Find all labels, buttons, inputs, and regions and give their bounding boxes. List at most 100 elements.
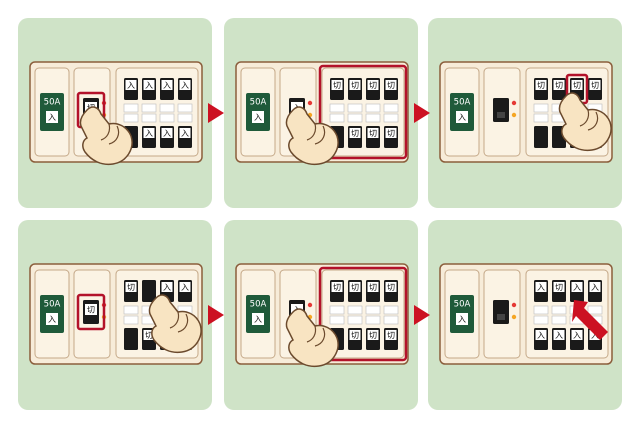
- highlight-branch-breakers: [318, 266, 408, 362]
- step-arrow-icon-3: [208, 305, 224, 325]
- branch-breaker-top-3-label-bg: [161, 80, 173, 90]
- branch-breaker-top-1-label-bg: [535, 80, 547, 90]
- branch-breaker-bottom-2-label-bg: [143, 128, 155, 138]
- branch-breaker-top-3-label: 入: [573, 283, 581, 292]
- branch-breaker-top-3-label-bg: [161, 282, 173, 292]
- branch-breaker-top-1-label: 入: [127, 81, 135, 90]
- branch-breaker-bottom-3-label-bg: [571, 330, 583, 340]
- main-breaker-state: 入: [254, 113, 262, 122]
- test-led-orange: [511, 314, 517, 320]
- test-led-red: [511, 100, 517, 106]
- pointing-hand-icon-shape: [148, 294, 202, 354]
- branch-breaker-bottom-2-label-bg: [349, 128, 361, 138]
- branch-label-bottom-1: [533, 315, 549, 325]
- branch-label-bottom-1: [329, 113, 345, 123]
- highlight-leakage-breaker: [76, 293, 106, 331]
- branch-breaker-top-3-label-bg: [367, 80, 379, 90]
- pointing-hand-icon-knuckle-2: [177, 313, 189, 333]
- branch-label-bottom-4: [383, 113, 399, 123]
- step-panel-1: 50A入切入入入入入入入: [18, 18, 212, 208]
- pointing-hand-icon-shape: [558, 92, 612, 152]
- step-arrow-icon-4: [414, 305, 430, 325]
- main-breaker-switch: [252, 111, 264, 123]
- branch-breaker-top-4-label-bg: [589, 80, 601, 90]
- branch-breaker-bottom-3-label-bg: [367, 128, 379, 138]
- branch-breaker-top-2-label-bg: [143, 80, 155, 90]
- branch-breaker-top-1-label-bg: [535, 282, 547, 292]
- branch-label-bottom-1: [329, 315, 345, 325]
- branch-label-top-2: [347, 103, 363, 113]
- branch-label-top-4: [383, 103, 399, 113]
- pointing-hand-icon-shape: [285, 106, 339, 166]
- pointing-hand-icon: [285, 106, 339, 166]
- branch-breaker-bottom-2-label: 切: [351, 129, 359, 138]
- pointing-hand-icon-knuckle-1: [100, 123, 111, 141]
- branch-breaker-bottom-3-label: 切: [369, 129, 377, 138]
- branch-breaker-top-4-label-bg: [589, 282, 601, 292]
- leakage-switch-lever: [497, 314, 505, 320]
- main-breaker-state: 入: [458, 315, 466, 324]
- branch-breaker-top-1-label-bg: [331, 80, 343, 90]
- branch-label-bottom-2: [141, 113, 157, 123]
- step-panel-5: 50A入入切切切切切切切: [224, 220, 418, 410]
- branch-breaker-bottom-3-label: 入: [163, 129, 171, 138]
- branch-breaker-top-3-label: 入: [163, 81, 171, 90]
- branch-breaker-top-2-label: 入: [145, 81, 153, 90]
- branch-breaker-top-4-label-bg: [385, 80, 397, 90]
- main-breaker-amps: 50A: [454, 300, 471, 310]
- branch-breaker-top-2: [142, 280, 156, 302]
- pointing-hand-icon-shape: [285, 308, 339, 368]
- branch-breaker-top-3-label-bg: [571, 282, 583, 292]
- branch-breaker-bottom-3-label: 切: [369, 331, 377, 340]
- branch-label-bottom-2: [347, 113, 363, 123]
- main-breaker-state: 入: [48, 315, 56, 324]
- branch-breaker-bottom-4-label-bg: [179, 128, 191, 138]
- pointing-hand-icon: [79, 106, 133, 166]
- branch-breaker-top-3-label: 切: [369, 81, 377, 90]
- main-breaker-amps: 50A: [44, 300, 61, 310]
- branch-label-bottom-4: [383, 315, 399, 325]
- pointing-hand-icon-knuckle-1: [579, 109, 590, 127]
- branch-breaker-top-4-label-bg: [179, 80, 191, 90]
- main-breaker-amps: 50A: [250, 300, 267, 310]
- branch-breaker-bottom-4-label: 入: [591, 331, 599, 340]
- branch-breaker-top-3-label: 切: [573, 81, 581, 90]
- pointing-hand-icon-shape: [79, 106, 133, 166]
- test-led-red: [307, 100, 313, 106]
- branch-breaker-top-3-label: 入: [163, 283, 171, 292]
- branch-breaker-bottom-1-label-bg: [535, 330, 547, 340]
- branch-breaker-bottom-2-label-bg: [143, 330, 155, 340]
- branch-breaker-top-2-label-bg: [553, 282, 565, 292]
- branch-breaker-top-4-label-bg: [385, 282, 397, 292]
- pointing-hand-icon: [285, 308, 339, 368]
- branch-breaker-top-1-label: 切: [537, 81, 545, 90]
- branch-breaker-top-3-label-bg: [571, 80, 583, 90]
- branch-breaker-bottom-4-label-bg: [385, 128, 397, 138]
- branch-breaker-bottom-2-label: 切: [145, 331, 153, 340]
- branch-breaker-bottom-1: [124, 328, 138, 350]
- branch-label-top-2: [141, 103, 157, 113]
- pointing-hand-icon-knuckle-1: [306, 123, 317, 141]
- branch-breaker-top-3-label: 切: [369, 283, 377, 292]
- leakage-switch-state: 切: [87, 306, 95, 315]
- branch-label-top-1: [329, 305, 345, 315]
- branch-breaker-top-2-label: 切: [555, 283, 563, 292]
- pointing-hand-icon: [148, 294, 202, 354]
- branch-label-bottom-3: [159, 113, 175, 123]
- main-breaker-switch: [252, 313, 264, 325]
- branch-breaker-top-4-label: 切: [387, 81, 395, 90]
- main-breaker-amps: 50A: [250, 98, 267, 108]
- branch-breaker-bottom-2-label: 切: [351, 331, 359, 340]
- branch-breaker-bottom-1-label: 入: [537, 331, 545, 340]
- highlight-branch-breakers: [318, 64, 408, 160]
- branch-label-top-2: [347, 305, 363, 315]
- branch-breaker-bottom-3-label-bg: [367, 330, 379, 340]
- main-breaker-amps: 50A: [454, 98, 471, 108]
- branch-breaker-bottom-4-label: 切: [387, 129, 395, 138]
- main-breaker-amps: 50A: [44, 98, 61, 108]
- branch-label-bottom-2: [347, 315, 363, 325]
- branch-label-bottom-2: [551, 315, 567, 325]
- step-arrow-icon-2: [414, 103, 430, 123]
- pointing-hand-icon-knuckle-2: [587, 111, 599, 131]
- branch-label-top-1: [533, 305, 549, 315]
